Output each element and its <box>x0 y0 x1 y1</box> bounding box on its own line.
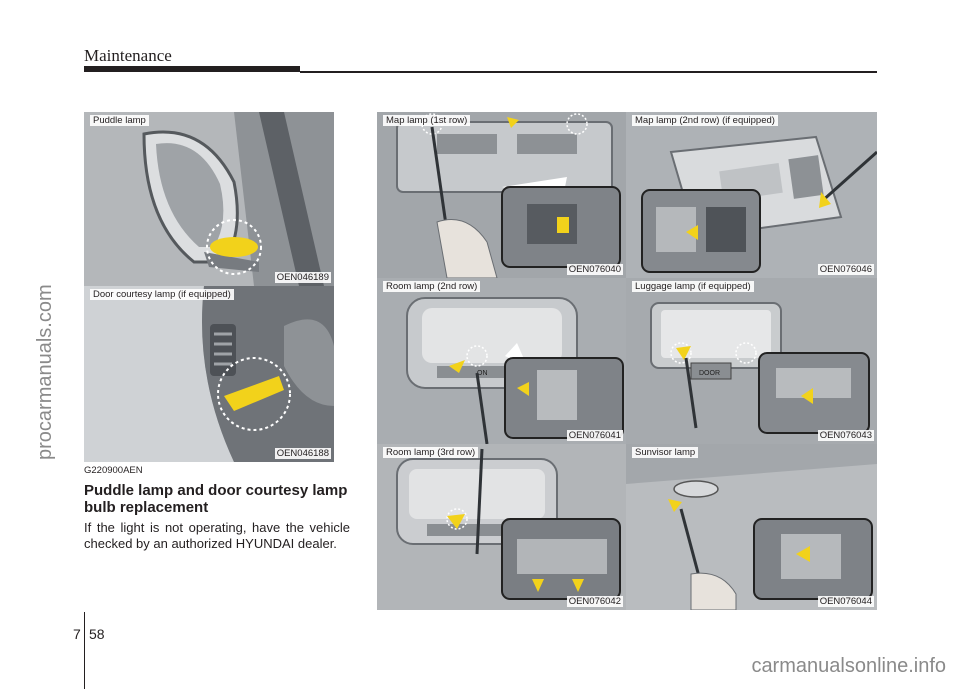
figure-room-lamp-2nd-row: ON Room lamp (2nd row) OEN076041 <box>377 278 626 444</box>
figure-code: OEN076042 <box>566 596 623 607</box>
page-number: 58 <box>89 626 105 642</box>
luggage-lamp-illustration: DOOR <box>626 278 877 444</box>
header-rule-thick <box>84 66 300 72</box>
section-title: Puddle lamp and door courtesy lamp bulb … <box>84 482 348 516</box>
figure-code: OEN046189 <box>274 272 331 283</box>
chapter-number: 7 <box>73 626 81 642</box>
map-lamp-1st-row-illustration <box>377 112 626 278</box>
figure-code: OEN076043 <box>817 430 874 441</box>
figure-map-lamp-2nd-row: Map lamp (2nd row) (if equipped) OEN0760… <box>626 112 877 278</box>
figure-code: OEN076044 <box>817 596 874 607</box>
figure-door-courtesy-lamp: Door courtesy lamp (if equipped) OEN0461… <box>84 286 334 462</box>
figure-room-lamp-3rd-row: Room lamp (3rd row) OEN076042 <box>377 444 626 610</box>
figure-caption: Sunvisor lamp <box>632 447 699 458</box>
figure-code: OEN076046 <box>817 264 874 275</box>
header-rule-thin <box>300 71 877 73</box>
figure-caption: Room lamp (2nd row) <box>383 281 481 292</box>
figure-sunvisor-lamp: Sunvisor lamp OEN076044 <box>626 444 877 610</box>
figure-caption: Room lamp (3rd row) <box>383 447 479 458</box>
figure-code: OEN076041 <box>566 430 623 441</box>
figure-puddle-lamp: Puddle lamp OEN046189 <box>84 112 334 286</box>
page-header-title: Maintenance <box>84 46 172 65</box>
footer-rule <box>84 612 85 689</box>
figure-map-lamp-1st-row: Map lamp (1st row) OEN076040 <box>377 112 626 278</box>
side-watermark: procarmanuals.com <box>2 160 56 460</box>
on-label: ON <box>477 370 488 377</box>
figure-caption: Door courtesy lamp (if equipped) <box>90 289 234 300</box>
sunvisor-lamp-illustration <box>626 444 877 610</box>
room-lamp-3rd-row-illustration <box>377 444 626 610</box>
door-courtesy-lamp-illustration <box>84 286 334 462</box>
figure-caption: Map lamp (2nd row) (if equipped) <box>632 115 778 126</box>
section-id: G220900AEN <box>84 465 143 476</box>
door-label: DOOR <box>699 370 720 377</box>
figure-luggage-lamp: DOOR Luggage lamp (if equipped) OEN07604… <box>626 278 877 444</box>
puddle-lamp-illustration <box>84 112 334 286</box>
side-watermark-text: procarmanuals.com <box>34 284 56 460</box>
bottom-watermark: carmanualsonline.info <box>751 655 946 677</box>
figure-code: OEN076040 <box>566 264 623 275</box>
room-lamp-2nd-row-illustration: ON <box>377 278 626 444</box>
map-lamp-2nd-row-illustration <box>626 112 877 278</box>
figure-caption: Map lamp (1st row) <box>383 115 471 126</box>
figure-caption: Luggage lamp (if equipped) <box>632 281 754 292</box>
figure-caption: Puddle lamp <box>90 115 149 126</box>
figure-code: OEN046188 <box>274 448 331 459</box>
section-body: If the light is not operating, have the … <box>84 520 350 551</box>
